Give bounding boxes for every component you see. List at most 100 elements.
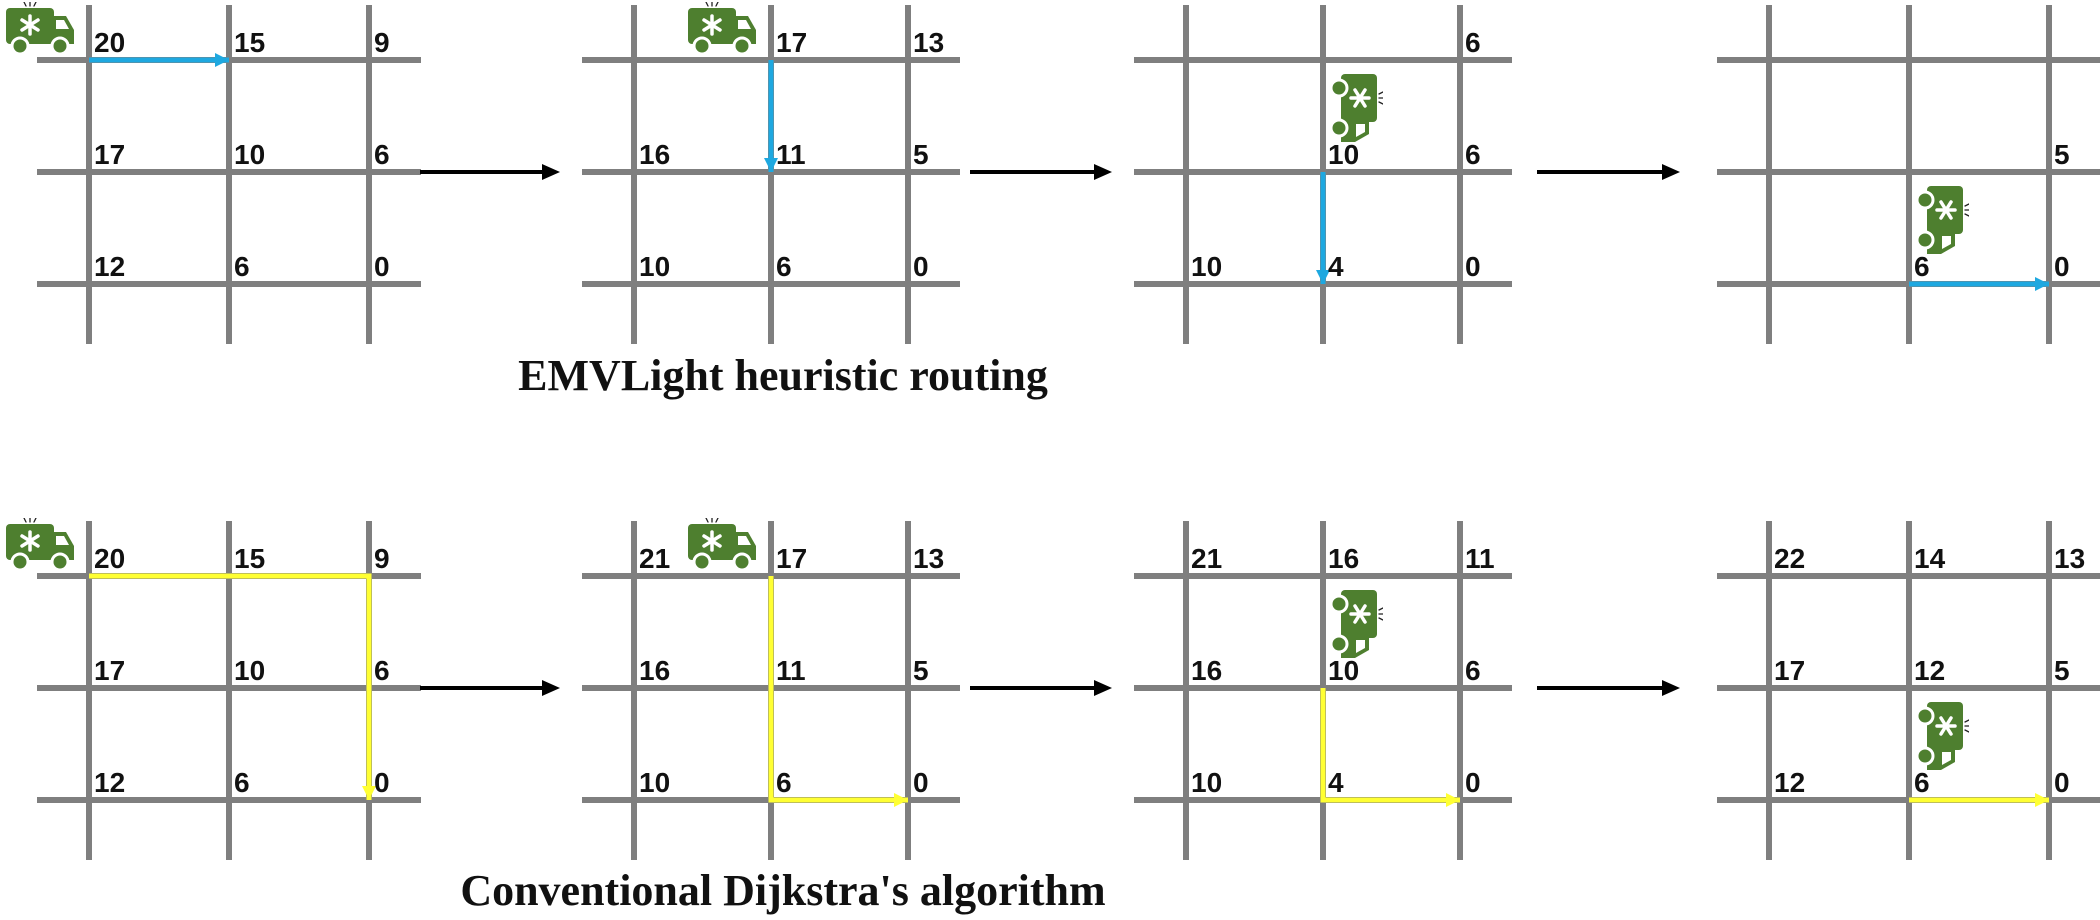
distance-label: 4 — [1328, 767, 1344, 798]
distance-label: 6 — [1914, 767, 1930, 798]
heuristic-routing-row: 20 15 9 17 10 6 12 6 0 17 13 16 11 5 10 6 0 6 10 6 10 4 0 5 6 0 — [4, 2, 2100, 344]
route-arrowhead — [2035, 277, 2049, 291]
distance-label: 16 — [1191, 655, 1222, 686]
distance-label: 10 — [234, 655, 265, 686]
grid-panel-3: 21 16 11 16 10 6 10 4 0 — [1134, 521, 1512, 860]
distance-label: 6 — [374, 139, 390, 170]
distance-label: 10 — [1191, 251, 1222, 282]
distance-label: 6 — [776, 767, 792, 798]
ambulance-icon — [1329, 72, 1383, 144]
distance-label: 6 — [374, 655, 390, 686]
distance-label: 17 — [776, 543, 807, 574]
distance-label: 11 — [776, 139, 806, 170]
distance-label: 17 — [94, 655, 125, 686]
distance-label: 6 — [1465, 27, 1481, 58]
right-arrow-icon — [1537, 680, 1680, 696]
distance-label: 0 — [2054, 767, 2070, 798]
distance-label: 17 — [776, 27, 807, 58]
distance-label: 10 — [639, 767, 670, 798]
grid-panel-4: 22 14 13 17 12 5 12 6 0 — [1717, 521, 2100, 860]
distance-label: 0 — [374, 767, 390, 798]
route-path — [89, 573, 372, 800]
distance-label: 6 — [234, 251, 250, 282]
route-path — [768, 576, 908, 803]
right-arrow-icon — [420, 164, 560, 180]
distance-label: 6 — [1914, 251, 1930, 282]
distance-label: 21 — [639, 543, 670, 574]
distance-label: 6 — [1465, 655, 1481, 686]
distance-label: 5 — [913, 655, 929, 686]
distance-label: 15 — [234, 543, 265, 574]
distance-label: 0 — [1465, 767, 1481, 798]
dijkstra-caption: Conventional Dijkstra's algorithm — [460, 866, 1105, 915]
ambulance-icon — [1915, 700, 1969, 772]
distance-label: 5 — [2054, 139, 2070, 170]
distance-label: 16 — [639, 139, 670, 170]
distance-label: 11 — [776, 655, 806, 686]
ambulance-icon — [1329, 588, 1383, 660]
distance-label: 0 — [2054, 251, 2070, 282]
distance-label: 5 — [2054, 655, 2070, 686]
route-arrowhead — [764, 158, 778, 172]
ambulance-icon — [686, 518, 758, 572]
distance-label: 0 — [1465, 251, 1481, 282]
grid-panel-4: 5 6 0 — [1717, 5, 2100, 344]
distance-label: 6 — [234, 767, 250, 798]
distance-label: 10 — [1328, 655, 1359, 686]
distance-label: 17 — [1774, 655, 1805, 686]
distance-label: 13 — [913, 27, 944, 58]
distance-label: 10 — [1191, 767, 1222, 798]
distance-label: 11 — [1465, 543, 1495, 574]
distance-label: 4 — [1328, 251, 1344, 282]
grid-panel-1: 20 15 9 17 10 6 12 6 0 — [4, 518, 421, 860]
ambulance-icon — [686, 2, 758, 56]
distance-label: 0 — [374, 251, 390, 282]
distance-label: 13 — [2054, 543, 2085, 574]
route-arrowhead — [215, 53, 229, 67]
distance-label: 12 — [94, 251, 125, 282]
distance-label: 0 — [913, 251, 929, 282]
dijkstra-routing-row: 20 15 9 17 10 6 12 6 0 21 17 13 16 11 5 10 6 0 21 16 11 16 10 6… — [4, 518, 2100, 860]
route-arrowhead — [1446, 793, 1460, 807]
route-arrowhead — [2035, 793, 2049, 807]
distance-label: 15 — [234, 27, 265, 58]
distance-label: 10 — [1328, 139, 1359, 170]
distance-label: 20 — [94, 543, 125, 574]
right-arrow-icon — [1537, 164, 1680, 180]
distance-label: 16 — [1328, 543, 1359, 574]
right-arrow-icon — [970, 680, 1112, 696]
ambulance-icon — [1915, 184, 1969, 256]
ambulance-icon — [4, 518, 76, 572]
route-path — [1320, 688, 1460, 803]
right-arrow-icon — [420, 680, 560, 696]
distance-label: 16 — [639, 655, 670, 686]
distance-label: 22 — [1774, 543, 1805, 574]
grid-panel-2: 21 17 13 16 11 5 10 6 0 — [582, 518, 960, 860]
distance-label: 10 — [639, 251, 670, 282]
right-arrow-icon — [970, 164, 1112, 180]
distance-label: 21 — [1191, 543, 1222, 574]
distance-label: 14 — [1914, 543, 1946, 574]
distance-label: 5 — [913, 139, 929, 170]
grid-panel-1: 20 15 9 17 10 6 12 6 0 — [4, 2, 421, 344]
distance-label: 17 — [94, 139, 125, 170]
distance-label: 0 — [913, 767, 929, 798]
heuristic-caption: EMVLight heuristic routing — [518, 351, 1048, 400]
grid-panel-3: 6 10 6 10 4 0 — [1134, 5, 1512, 344]
distance-label: 10 — [234, 139, 265, 170]
ambulance-icon — [4, 2, 76, 56]
distance-label: 6 — [1465, 139, 1481, 170]
distance-label: 9 — [374, 543, 390, 574]
distance-label: 12 — [94, 767, 125, 798]
distance-label: 12 — [1774, 767, 1805, 798]
distance-label: 6 — [776, 251, 792, 282]
route-arrowhead — [362, 786, 376, 800]
grid-panel-2: 17 13 16 11 5 10 6 0 — [582, 2, 960, 344]
distance-label: 20 — [94, 27, 125, 58]
distance-label: 9 — [374, 27, 390, 58]
route-arrowhead — [894, 793, 908, 807]
distance-label: 12 — [1914, 655, 1945, 686]
distance-label: 13 — [913, 543, 944, 574]
route-arrowhead — [1316, 270, 1330, 284]
